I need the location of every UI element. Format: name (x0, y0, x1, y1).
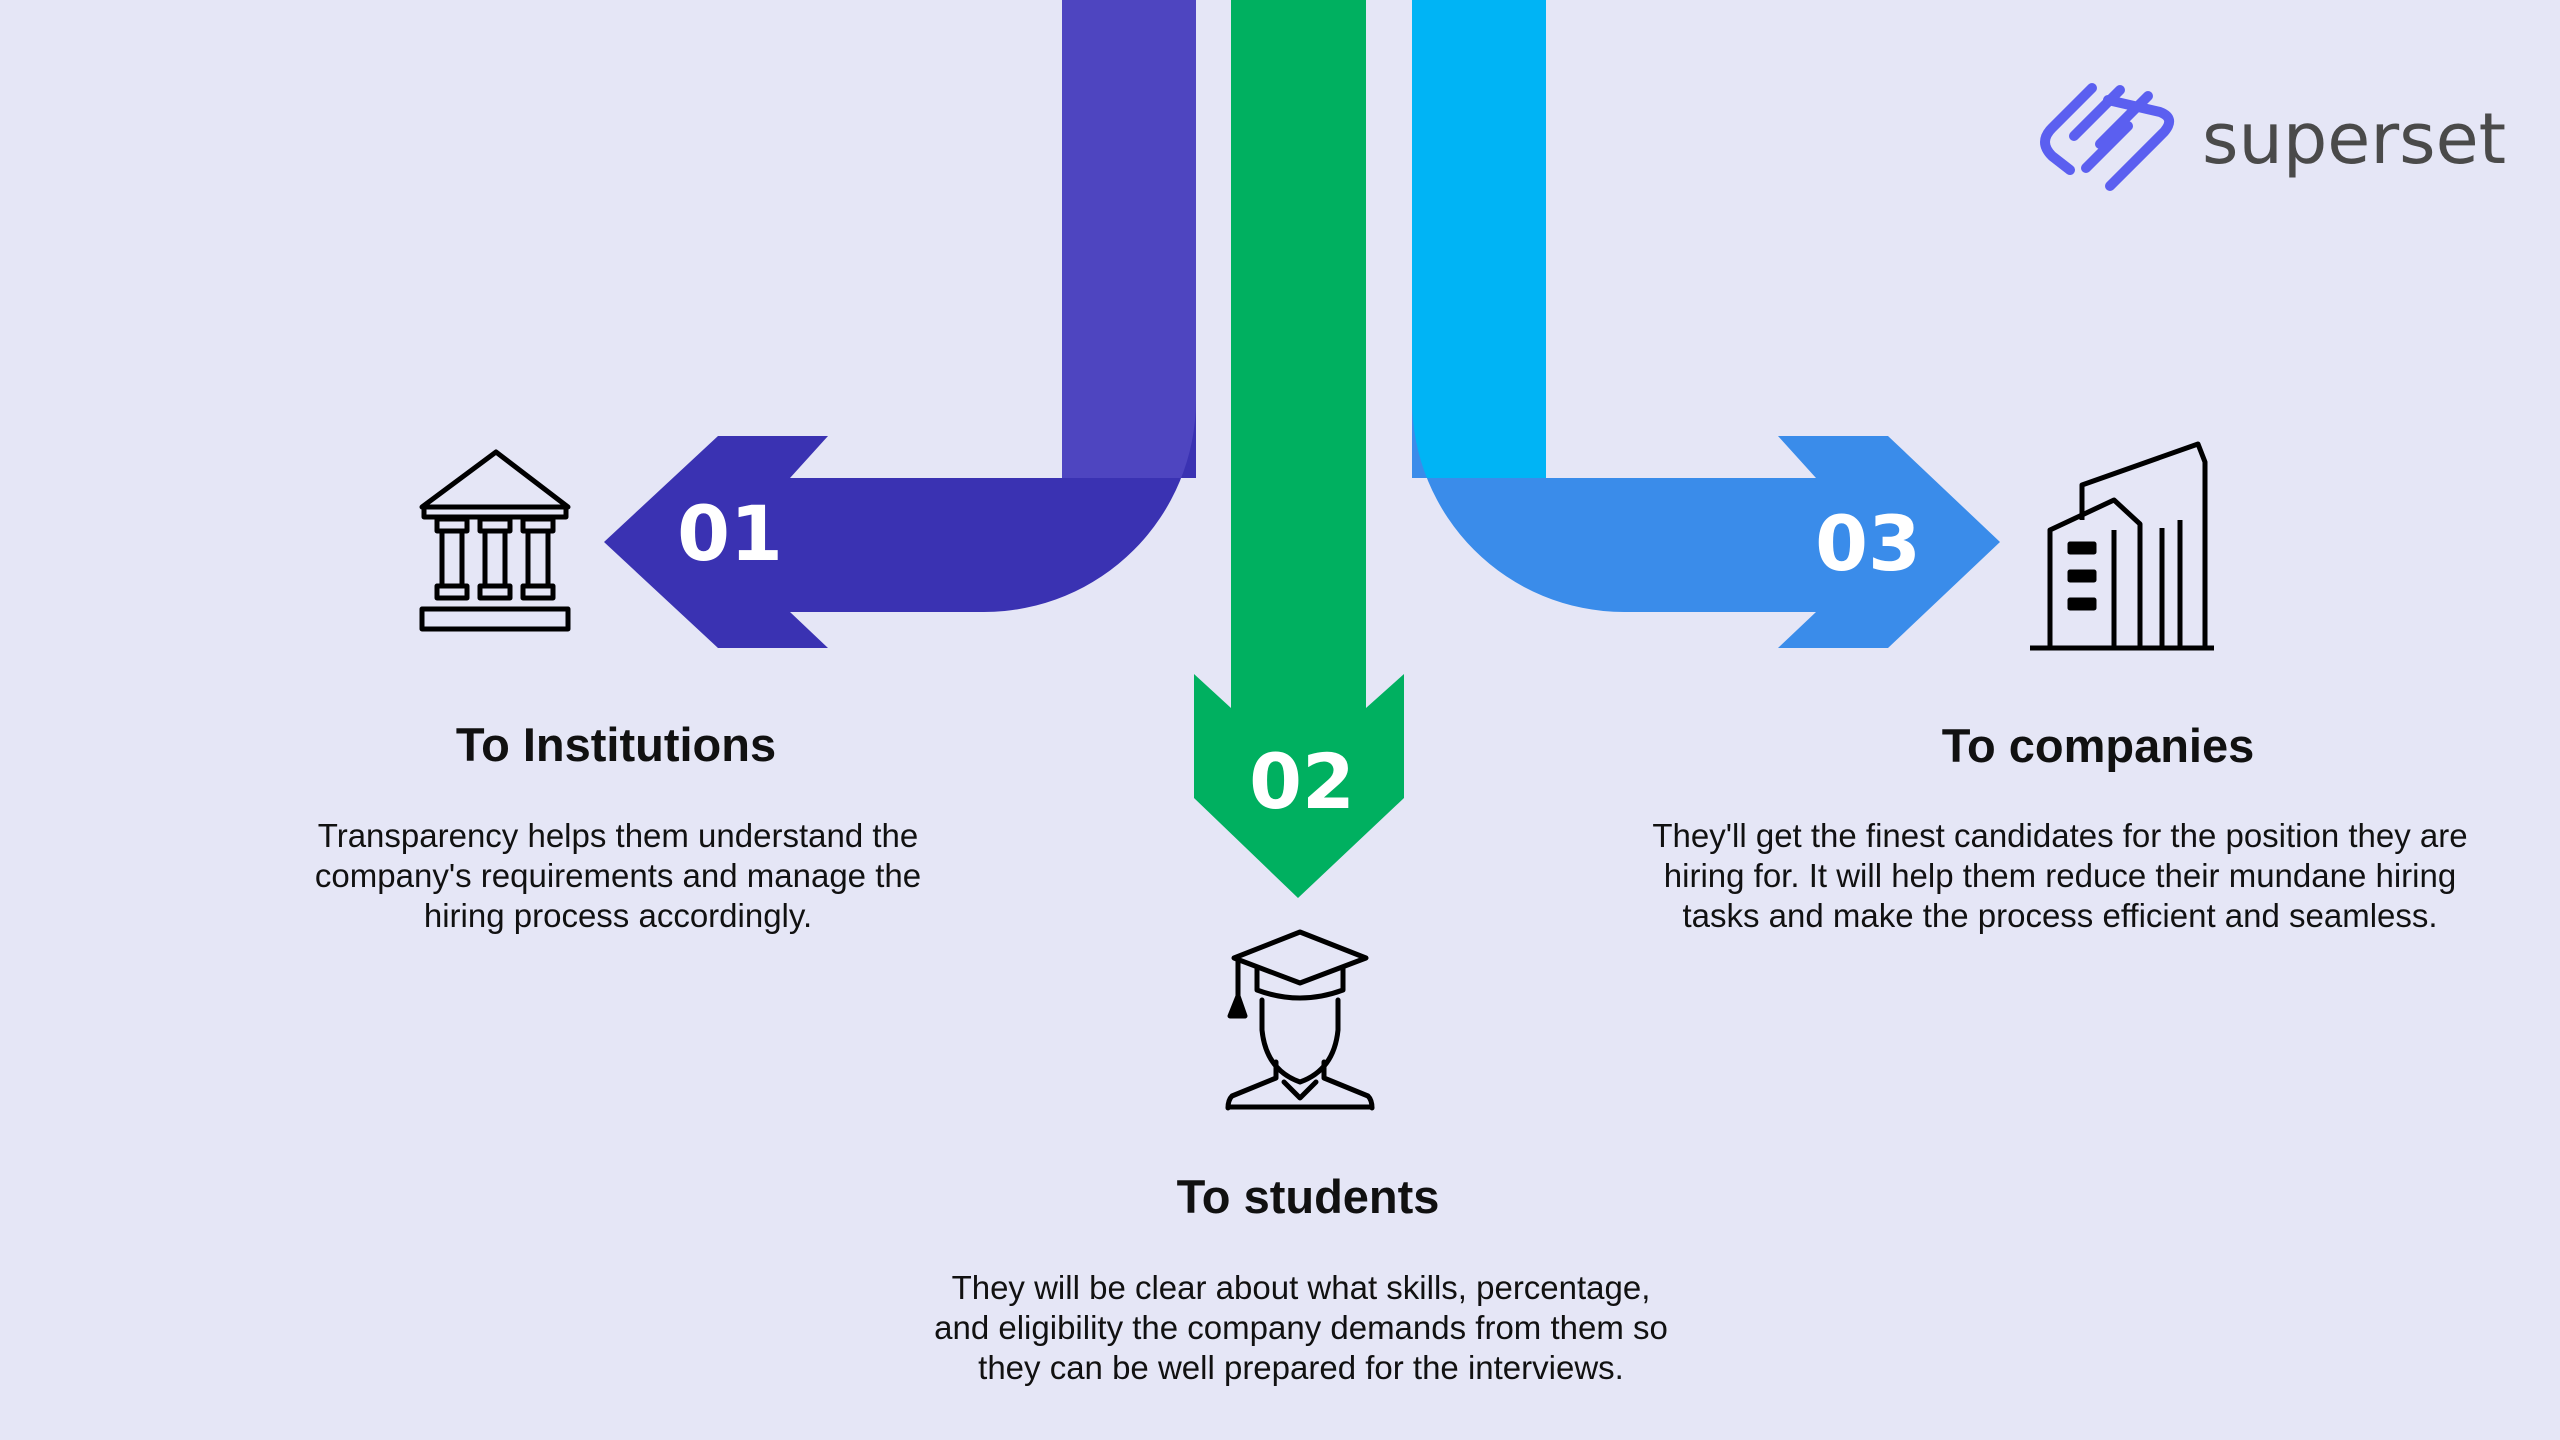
step-01-description: Transparency helps them understand the c… (314, 817, 922, 934)
arrow-03-stem (1412, 0, 1546, 478)
institution-icon (419, 449, 571, 632)
step-03-description: They'll get the finest candidates for th… (1652, 817, 2468, 934)
step-03-title: To companies (1941, 719, 2255, 772)
superset-logo-icon (2040, 83, 2175, 191)
arrow-01-stem (1062, 0, 1196, 478)
step-01-number: 01 (677, 489, 783, 578)
arrow-03: 03 (1412, 0, 2000, 648)
step-02-description: They will be clear about what skills, pe… (934, 1269, 1668, 1386)
superset-logo: superset (2040, 83, 2506, 191)
superset-logo-text: superset (2202, 98, 2506, 180)
step-02-title: To students (1176, 1170, 1440, 1223)
arrow-02: 02 (1194, 0, 1404, 898)
office-building-icon (2030, 441, 2214, 651)
arrow-01: 01 (604, 0, 1196, 648)
arrow-03-head (1412, 400, 2000, 648)
arrow-02-shape (1194, 0, 1404, 898)
graduate-student-icon (1225, 929, 1375, 1111)
step-03-number: 03 (1815, 499, 1921, 588)
step-02-number: 02 (1249, 737, 1355, 826)
step-01-title: To Institutions (455, 718, 777, 771)
arrow-01-head (604, 400, 1196, 648)
